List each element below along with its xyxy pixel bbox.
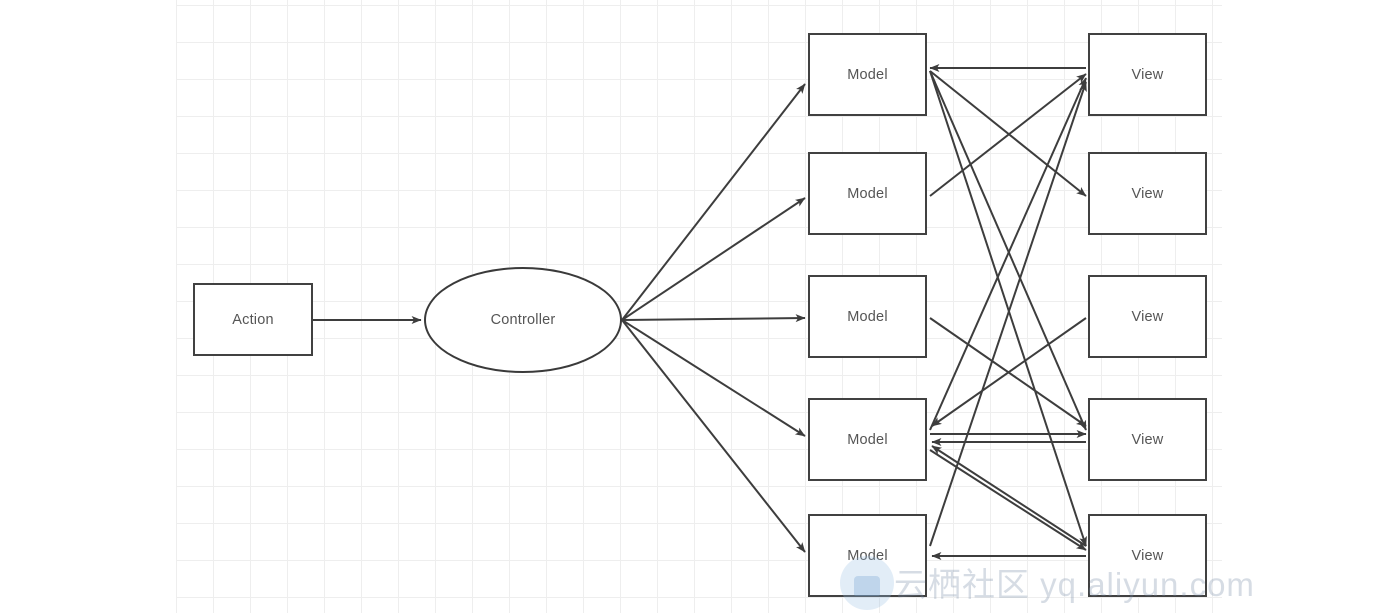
edge-controller-model2 bbox=[621, 197, 806, 321]
edge-view3-model4 bbox=[931, 317, 1087, 427]
node-view-5-label: View bbox=[1131, 547, 1164, 564]
edge-model1-view4 bbox=[929, 70, 1087, 431]
node-view-1[interactable]: View bbox=[1088, 33, 1207, 116]
node-view-1-label: View bbox=[1131, 66, 1164, 83]
node-model-5-label: Model bbox=[847, 547, 888, 564]
node-view-2-label: View bbox=[1131, 185, 1164, 202]
node-view-4[interactable]: View bbox=[1088, 398, 1207, 481]
edge-model4-view5 bbox=[929, 449, 1087, 551]
node-model-1-label: Model bbox=[847, 66, 888, 83]
node-model-4-label: Model bbox=[847, 431, 888, 448]
edge-controller-model3 bbox=[621, 314, 806, 323]
node-view-3-label: View bbox=[1131, 308, 1164, 325]
edge-model1-view2 bbox=[929, 70, 1087, 197]
node-model-3-label: Model bbox=[847, 308, 888, 325]
node-model-4[interactable]: Model bbox=[808, 398, 927, 481]
node-model-2-label: Model bbox=[847, 185, 888, 202]
edge-view5-model4 bbox=[931, 445, 1087, 547]
edge-controller-model5 bbox=[621, 319, 806, 553]
node-action[interactable]: Action bbox=[193, 283, 313, 356]
node-controller[interactable]: Controller bbox=[424, 267, 622, 373]
edge-model2-view1 bbox=[929, 73, 1087, 197]
edge-controller-model4 bbox=[621, 319, 806, 437]
node-model-1[interactable]: Model bbox=[808, 33, 927, 116]
node-view-4-label: View bbox=[1131, 431, 1164, 448]
edge-model1-view5 bbox=[929, 70, 1087, 547]
edge-model5-view1 bbox=[929, 81, 1087, 547]
edge-model4-view1 bbox=[929, 77, 1087, 431]
node-model-3[interactable]: Model bbox=[808, 275, 927, 358]
grid-background bbox=[176, 0, 1222, 613]
node-view-3[interactable]: View bbox=[1088, 275, 1207, 358]
node-action-label: Action bbox=[232, 311, 274, 328]
edge-controller-model1 bbox=[621, 83, 806, 321]
node-view-2[interactable]: View bbox=[1088, 152, 1207, 235]
node-model-2[interactable]: Model bbox=[808, 152, 927, 235]
node-view-5[interactable]: View bbox=[1088, 514, 1207, 597]
node-model-5[interactable]: Model bbox=[808, 514, 927, 597]
node-controller-label: Controller bbox=[490, 312, 556, 328]
